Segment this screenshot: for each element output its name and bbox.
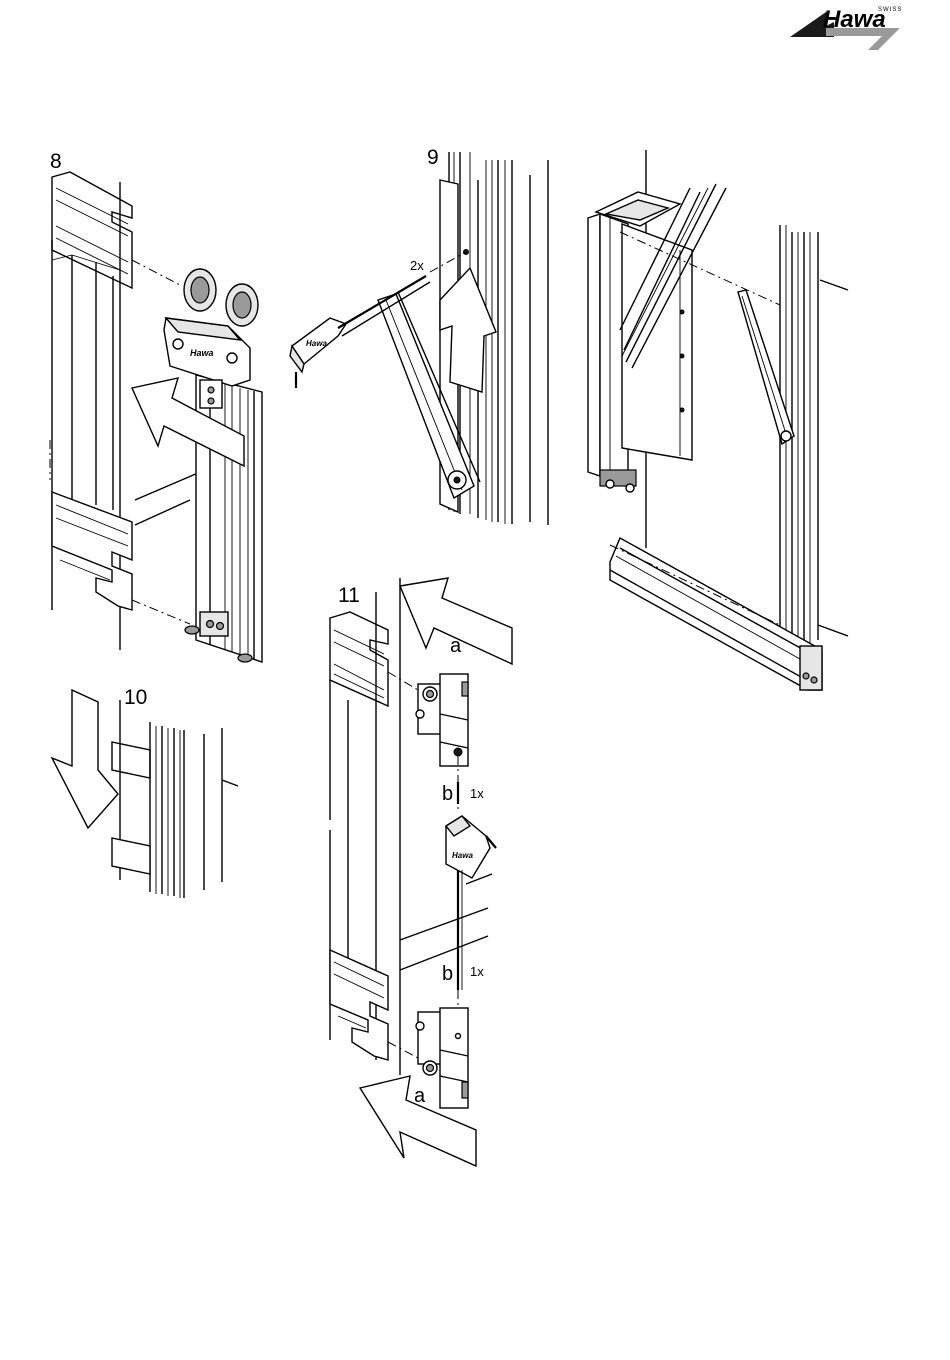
bottom-track bbox=[610, 538, 822, 690]
step-11-bottom-rail bbox=[330, 950, 388, 1060]
step-9-tool-emblem: Hawa bbox=[306, 339, 327, 348]
step-11-quantity-top: 1x bbox=[470, 786, 484, 801]
step-8-hawa-emblem: Hawa bbox=[190, 348, 214, 358]
step-11-quantity-bottom: 1x bbox=[470, 964, 484, 979]
step-9-illustration: 9 bbox=[290, 146, 548, 525]
step-11-top-guide bbox=[416, 674, 468, 766]
right-vertical-profile bbox=[780, 225, 848, 662]
folding-door-assembly-view bbox=[588, 150, 848, 690]
step-10-downward-arrow bbox=[52, 690, 118, 828]
step-9-quantity: 2x bbox=[410, 258, 424, 273]
step-8-illustration: 8 bbox=[50, 150, 262, 662]
step-11-alignment-line-top bbox=[388, 672, 418, 690]
step-11-number: 11 bbox=[338, 584, 360, 607]
step-8-number: 8 bbox=[50, 150, 62, 173]
step-10-number: 10 bbox=[124, 686, 147, 709]
step-11-alignment-line-bottom bbox=[388, 1042, 418, 1058]
step-11-label-a-top: a bbox=[450, 635, 462, 657]
logo-name-text: Hawa bbox=[823, 6, 886, 33]
step-8-alignment-line-top bbox=[132, 260, 182, 286]
step-11-tool-emblem: Hawa bbox=[452, 851, 473, 860]
step-8-alignment-line-bottom bbox=[132, 600, 190, 624]
hawa-logo: SWISS Hawa bbox=[790, 6, 902, 50]
step-11-top-rail bbox=[330, 612, 388, 706]
step-10-vertical-profile bbox=[112, 700, 238, 898]
step-11-label-b-bottom: b bbox=[442, 963, 453, 985]
step-9-number: 9 bbox=[427, 146, 439, 169]
step-11-label-b-top: b bbox=[442, 783, 453, 805]
step-11-label-a-bottom: a bbox=[414, 1085, 426, 1107]
step-10-illustration: 10 bbox=[52, 686, 238, 898]
step-11-illustration: 11 a bbox=[330, 578, 512, 1166]
